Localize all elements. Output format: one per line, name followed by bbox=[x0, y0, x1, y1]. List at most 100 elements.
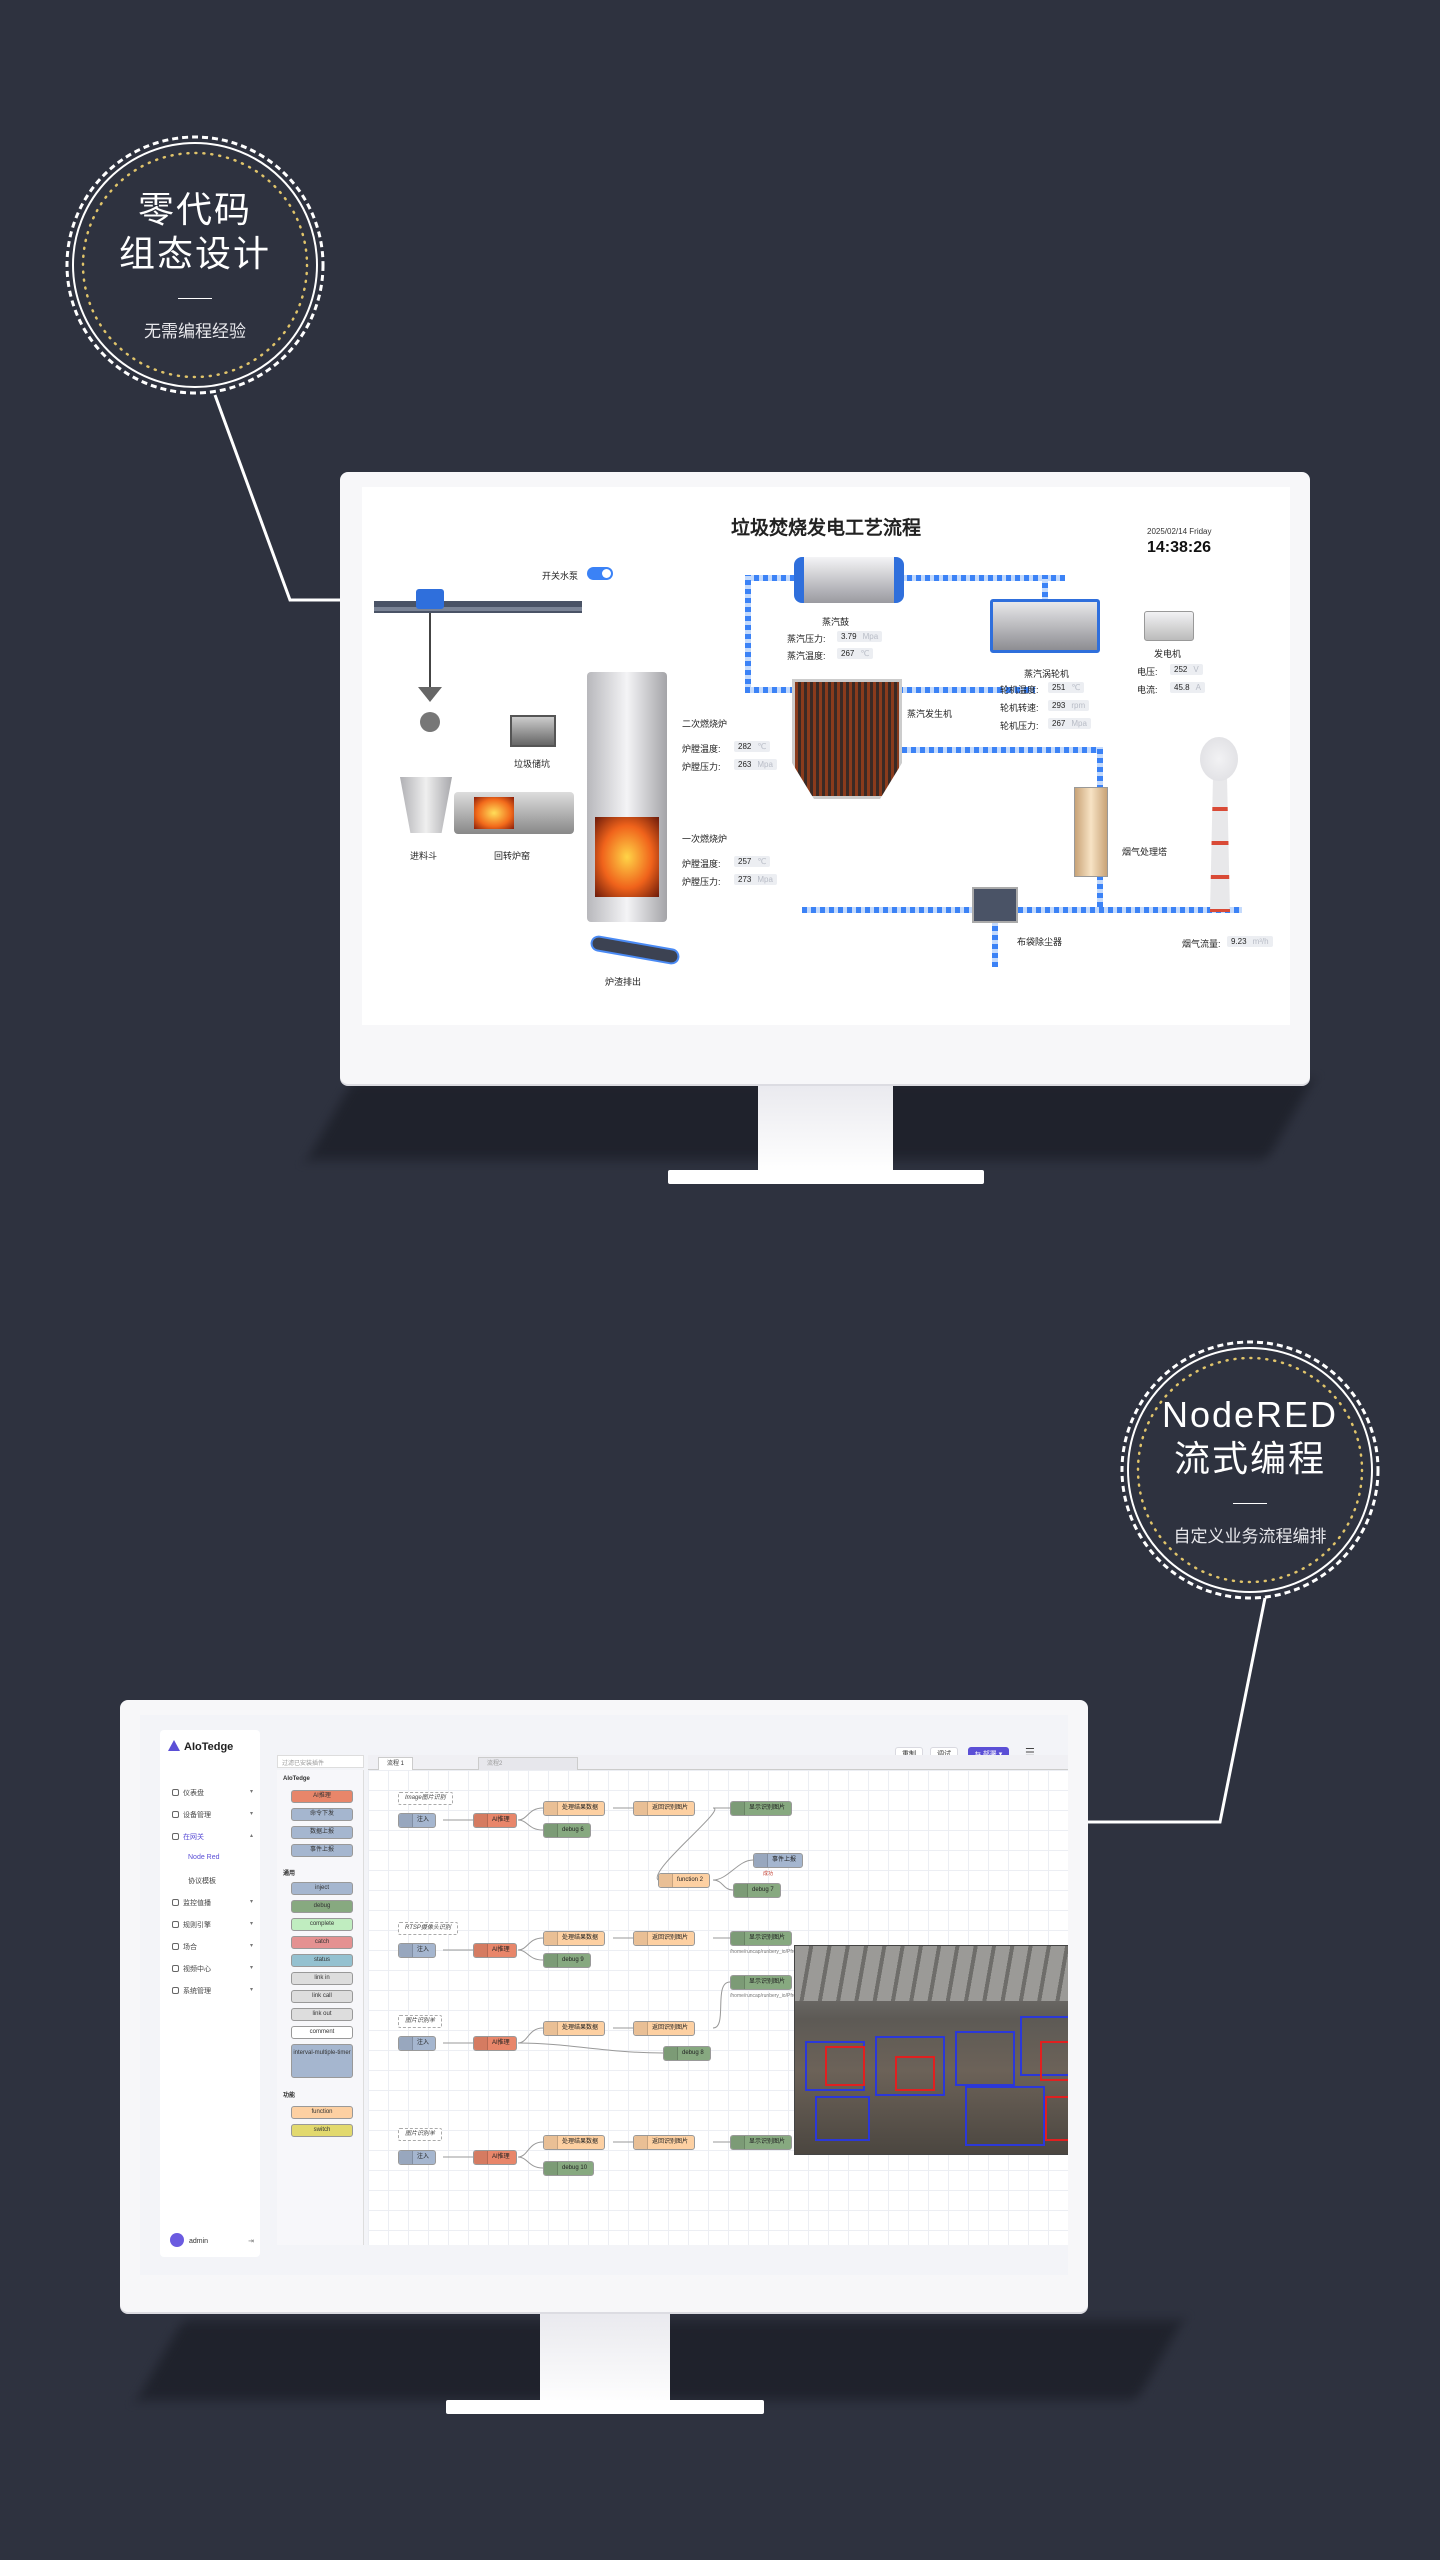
palette-node-interval-timer[interactable]: interval-multiple-timer bbox=[291, 2044, 353, 2078]
flow-node-show[interactable]: 显示识别图片 bbox=[730, 1931, 793, 1946]
flow-workspace[interactable]: Image图片识别 注入 AI推理 处理结果数据 debug 6 返回识别图片 … bbox=[368, 1770, 1068, 2245]
turbine-temp-label: 轮机温度: bbox=[1000, 685, 1039, 695]
menu-icon[interactable]: ☰ bbox=[1025, 1747, 1035, 1759]
palette-node-switch[interactable]: switch bbox=[291, 2124, 353, 2137]
user-menu[interactable]: admin⇥ bbox=[170, 2233, 254, 2247]
stack-icon bbox=[1210, 777, 1230, 912]
turbine-speed-label: 轮机转速: bbox=[1000, 703, 1039, 713]
monitor-neck-2 bbox=[540, 2312, 670, 2407]
chevron-down-icon: ▾ bbox=[250, 1811, 254, 1817]
sec-temp-label: 炉膛温度: bbox=[682, 744, 721, 754]
palette-node-debug[interactable]: debug bbox=[291, 1900, 353, 1913]
palette-node-ai[interactable]: AI推理 bbox=[291, 1790, 353, 1803]
flow-node-process[interactable]: 处理结果数据 bbox=[543, 1801, 606, 1816]
sidebar-item-nodered[interactable]: Node Red bbox=[188, 1854, 220, 1861]
sidebar-item-rules[interactable]: 规则引擎▾ bbox=[172, 1920, 253, 1930]
chevron-down-icon: ▾ bbox=[250, 1899, 254, 1905]
palette-node-inject[interactable]: inject bbox=[291, 1882, 353, 1895]
flow-node-process[interactable]: 处理结果数据 bbox=[543, 2021, 606, 2036]
flow-node-ai[interactable]: AI推理 bbox=[473, 1813, 517, 1828]
palette-node-function[interactable]: function bbox=[291, 2106, 353, 2119]
sidebar-item-video[interactable]: 视频中心▾ bbox=[172, 1964, 253, 1974]
pump-toggle[interactable] bbox=[587, 567, 613, 580]
flow-node-show[interactable]: 显示识别图片 bbox=[730, 1801, 793, 1816]
flow-node-function[interactable]: function 2 bbox=[658, 1873, 711, 1888]
flow-tabbar: 流程 1 流程2 bbox=[368, 1755, 1068, 1770]
sidebar-item-system[interactable]: 系统管理▾ bbox=[172, 1986, 253, 1996]
steam-generator-icon bbox=[792, 679, 902, 799]
flow-node-draw[interactable]: 返回识别图片 bbox=[633, 1931, 696, 1946]
generator-label: 发电机 bbox=[1154, 649, 1182, 659]
monitor-1: 垃圾焚烧发电工艺流程 2025/02/14 Friday 14:38:26 开关… bbox=[340, 472, 1310, 1084]
palette-category-common[interactable]: 通用 bbox=[283, 1871, 296, 1877]
palette-node-catch[interactable]: catch bbox=[291, 1936, 353, 1949]
flow-node-debug[interactable]: debug 8 bbox=[663, 2046, 711, 2061]
flow-node-debug[interactable]: debug 9 bbox=[543, 1953, 591, 1968]
sidebar-item-dashboard[interactable]: 仪表盘▾ bbox=[172, 1788, 253, 1798]
palette-node-complete[interactable]: complete bbox=[291, 1918, 353, 1931]
palette-node-event-report[interactable]: 事件上报 bbox=[291, 1844, 353, 1857]
palette-node-comment[interactable]: comment bbox=[291, 2026, 353, 2039]
palette-node-status[interactable]: status bbox=[291, 1954, 353, 1967]
pipe-top bbox=[745, 575, 1065, 581]
flow-node-draw[interactable]: 返回识别图片 bbox=[633, 2135, 696, 2150]
flow-node-debug[interactable]: debug 6 bbox=[543, 1823, 591, 1838]
palette-node-command[interactable]: 命令下发 bbox=[291, 1808, 353, 1821]
tab-flow-2[interactable]: 流程2 bbox=[478, 1757, 578, 1770]
detection-box bbox=[875, 2036, 945, 2096]
sidebar-item-scene[interactable]: 场合▾ bbox=[172, 1942, 253, 1952]
tab-flow-1[interactable]: 流程 1 bbox=[378, 1757, 414, 1770]
flow-node-inject[interactable]: 注入 bbox=[398, 2036, 437, 2051]
palette-node-link-call[interactable]: link call bbox=[291, 1990, 353, 2003]
flow-node-ai[interactable]: AI推理 bbox=[473, 2036, 517, 2051]
flow-node-process[interactable]: 处理结果数据 bbox=[543, 1931, 606, 1946]
flow-comment[interactable]: 图片识别羊 bbox=[398, 2128, 443, 2141]
sidebar-item-monitor[interactable]: 监控值播 ▾ bbox=[172, 1898, 253, 1908]
flow-node-show[interactable]: 显示识别图片 bbox=[730, 2135, 793, 2150]
scene-icon bbox=[172, 1943, 179, 1950]
stack-flow-label: 烟气流量: bbox=[1182, 939, 1221, 949]
flow-comment[interactable]: 图片识别羊 bbox=[398, 2015, 443, 2028]
flow-node-inject[interactable]: 注入 bbox=[398, 2150, 437, 2165]
drum-pressure-label: 蒸汽压力: bbox=[787, 634, 826, 644]
flow-node-inject[interactable]: 注入 bbox=[398, 1813, 437, 1828]
detection-box bbox=[1045, 2096, 1068, 2141]
flow-node-ai[interactable]: AI推理 bbox=[473, 1943, 517, 1958]
flow-comment[interactable]: RTSP摄像头识别 bbox=[398, 1922, 458, 1935]
chevron-up-icon: ▴ bbox=[250, 1833, 254, 1839]
turbine-icon bbox=[990, 599, 1100, 653]
palette-node-data-report[interactable]: 数据上报 bbox=[291, 1826, 353, 1839]
flow-node-process[interactable]: 处理结果数据 bbox=[543, 2135, 606, 2150]
secondary-furnace-label: 二次燃烧炉 bbox=[682, 719, 728, 729]
smoke-icon bbox=[1200, 737, 1238, 781]
furnace-fire-icon bbox=[595, 817, 659, 897]
flow-node-show[interactable]: 显示识别图片 bbox=[730, 1975, 793, 1990]
logout-icon[interactable]: ⇥ bbox=[248, 2238, 254, 2245]
primary-furnace-label: 一次燃烧炉 bbox=[682, 834, 728, 844]
flow-node-draw[interactable]: 返回识别图片 bbox=[633, 1801, 696, 1816]
storage-pit-icon bbox=[510, 715, 556, 747]
flow-node-draw[interactable]: 返回识别图片 bbox=[633, 2021, 696, 2036]
palette-node-link-out[interactable]: link out bbox=[291, 2008, 353, 2021]
sidebar-item-devices[interactable]: 设备管理▾ bbox=[172, 1810, 253, 1820]
flue-tower-icon bbox=[1074, 787, 1108, 877]
flow-node-event[interactable]: 事件上报 bbox=[753, 1853, 804, 1868]
palette-search-input[interactable]: 过滤已安装插件 bbox=[277, 1755, 364, 1768]
flow-comment[interactable]: Image图片识别 bbox=[398, 1792, 453, 1805]
palette-node-link-in[interactable]: link in bbox=[291, 1972, 353, 1985]
deploy-label: 部署 bbox=[983, 1751, 997, 1758]
barn-roof-icon bbox=[795, 1946, 1068, 2001]
turbine-temp-value: 251℃ bbox=[1048, 682, 1085, 693]
sidebar-item-label: 监控值播 bbox=[183, 1900, 211, 1907]
palette-category-function[interactable]: 功能 bbox=[283, 2093, 296, 2099]
chevron-down-icon: ▾ bbox=[250, 1789, 254, 1795]
sidebar-item-gateway[interactable]: 在网关▴ bbox=[172, 1832, 253, 1842]
flow-node-debug[interactable]: debug 10 bbox=[543, 2161, 595, 2176]
flow-node-inject[interactable]: 注入 bbox=[398, 1943, 437, 1958]
flow-node-ai[interactable]: AI推理 bbox=[473, 2150, 517, 2165]
flow-node-debug[interactable]: debug 7 bbox=[733, 1883, 781, 1898]
drum-temp-value: 267℃ bbox=[837, 648, 874, 659]
palette-category-aiotedge[interactable]: AIoTedge bbox=[283, 1776, 310, 1782]
device-icon bbox=[172, 1811, 179, 1818]
sidebar-item-protocol[interactable]: 协议模板 bbox=[188, 1876, 216, 1886]
